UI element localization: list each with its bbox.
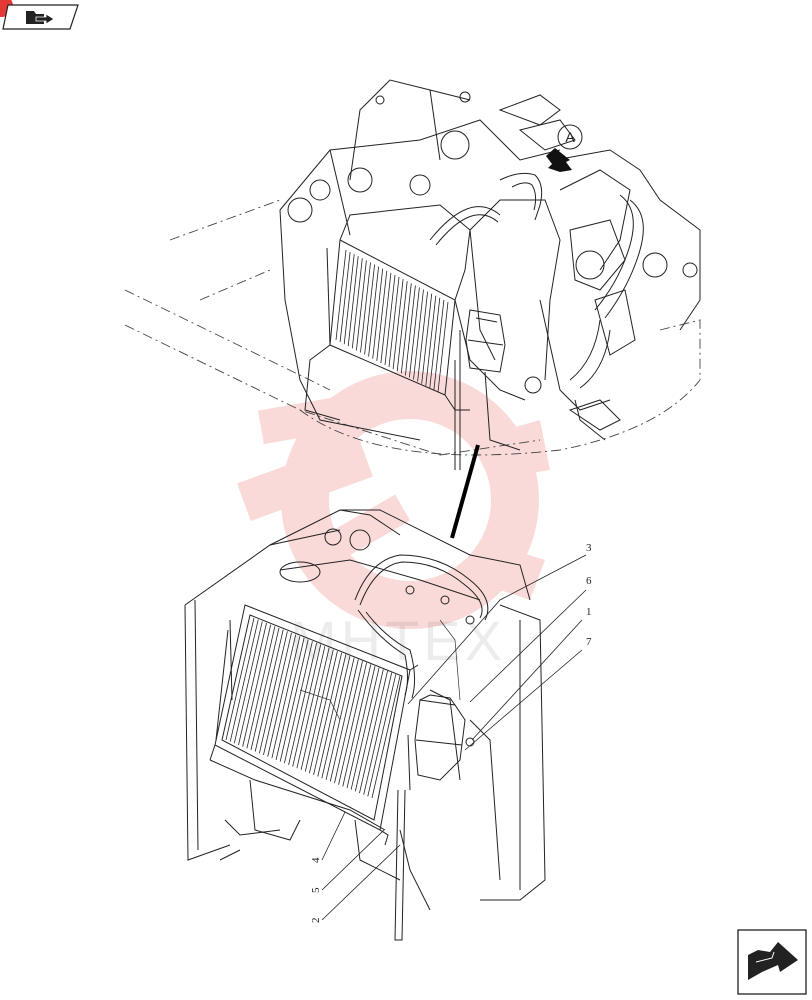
radiator-fin [229, 619, 259, 742]
callout-5: 5 [310, 887, 322, 893]
view-marker-label: A [565, 129, 575, 145]
radiator-fin [296, 646, 326, 769]
radiator-fin [388, 276, 400, 368]
radiator-fin [400, 283, 412, 374]
top-left-badge[interactable] [0, 0, 79, 30]
watermark-text: MHTEX [290, 609, 506, 672]
radiator-fin [329, 659, 359, 782]
radiator-fin [338, 662, 367, 785]
radiator-fin [421, 293, 433, 384]
radiator-fin [321, 656, 351, 779]
radiator-fin [368, 266, 379, 357]
callout-4: 4 [310, 857, 322, 863]
callout-leaders [321, 554, 587, 921]
radiator-fin [346, 666, 376, 789]
radiator-fin [372, 268, 384, 359]
upper-chassis-outline [124, 199, 701, 456]
radiator-fin [263, 632, 292, 755]
radiator-fin [376, 270, 388, 361]
radiator-fin [275, 637, 305, 760]
radiator-fin [250, 627, 280, 750]
radiator-fin [354, 669, 384, 792]
solid-arrow-icon [546, 148, 572, 172]
callout-numbers: 3 6 1 7 4 5 2 [310, 542, 592, 923]
radiator-fin [300, 647, 330, 770]
radiator-fin [225, 617, 255, 741]
radiator-fin [238, 622, 267, 746]
folder-arrow-icon [26, 11, 55, 25]
radiator-fin [392, 279, 404, 370]
radiator-fin [334, 661, 363, 784]
radiator-fin [246, 626, 276, 749]
radiator-fin [271, 636, 301, 759]
radiator-fin [413, 289, 424, 380]
callout-6: 6 [586, 575, 592, 587]
radiator-fin [405, 285, 416, 376]
radiator-fin [339, 252, 351, 343]
radiator-fin [396, 281, 408, 372]
radiator-fin [259, 631, 288, 754]
view-link-line [450, 444, 480, 539]
radiator-fin [325, 657, 355, 780]
callout-7: 7 [586, 636, 592, 648]
radiator-fin [284, 641, 313, 764]
radiator-fin [433, 299, 445, 390]
radiator-fin [343, 254, 355, 345]
radiator-fin [364, 264, 375, 355]
radiator-fin [363, 672, 393, 795]
radiator-fin [309, 651, 338, 774]
radiator-fin [317, 654, 347, 777]
callout-2: 2 [310, 918, 322, 924]
radiator-fin [279, 639, 309, 762]
callout-3: 3 [586, 542, 592, 554]
radiator-fin [313, 652, 342, 775]
lower-radiator-assembly [184, 509, 546, 941]
callout-1: 1 [586, 606, 592, 618]
next-page-badge[interactable] [737, 929, 807, 995]
radiator-fin [360, 262, 371, 353]
radiator-fin [437, 301, 449, 393]
radiator-fin [335, 249, 347, 341]
radiator-fin [347, 256, 359, 347]
radiator-fin [342, 664, 372, 787]
radiator-fin [429, 297, 441, 388]
page-next-arrow-icon [748, 942, 798, 980]
radiator-fin [359, 670, 388, 794]
radiator-fin [254, 629, 284, 752]
radiator-fin [288, 642, 317, 765]
radiator-fin [304, 649, 334, 772]
radiator-fin [371, 675, 401, 799]
radiator-fin [350, 667, 380, 790]
radiator-fin [356, 260, 367, 351]
radiator-fin [351, 258, 363, 349]
radiator-fin [233, 621, 263, 744]
radiator-fin [409, 287, 420, 378]
radiator-fin [292, 644, 322, 767]
radiator-fin [380, 272, 392, 363]
view-marker-circle [557, 124, 583, 150]
radiator-fin [267, 634, 297, 757]
radiator-fin [384, 274, 396, 366]
upper-frame-and-engine: A [279, 79, 701, 470]
radiator-fin [367, 674, 397, 797]
radiator-fin [417, 291, 428, 382]
radiator-fin [242, 624, 272, 747]
radiator-fin [425, 295, 437, 386]
